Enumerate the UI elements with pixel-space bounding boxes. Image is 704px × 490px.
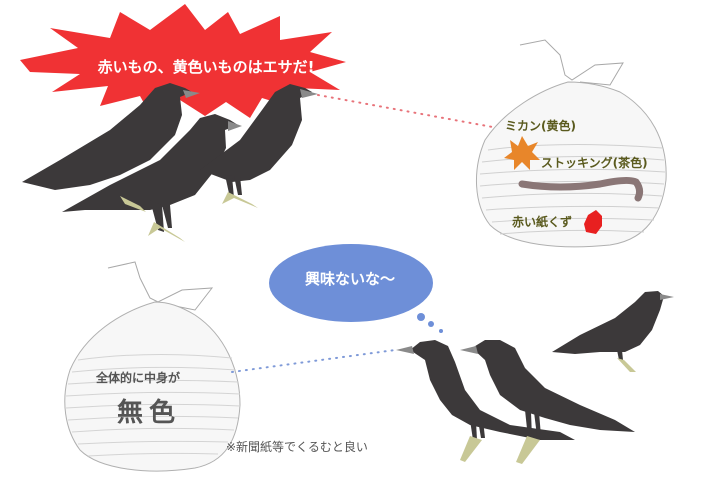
red-paper-scrap — [584, 210, 602, 234]
pointer-line-top — [317, 94, 499, 129]
thought-bubble — [269, 244, 433, 322]
garbage-bag-colorless — [64, 261, 241, 472]
burst-heading: 赤いもの、黄色いものはエサだ! — [97, 58, 315, 76]
thought-dot-1 — [417, 313, 425, 321]
footnote: ※新聞紙等でくるむと良い — [226, 440, 368, 454]
stocking — [518, 176, 644, 202]
crow-group-top — [22, 83, 318, 242]
label-mikan: ミカン(黄色) — [505, 119, 576, 133]
thought-bubble-text: 興味ないな〜 — [304, 270, 395, 288]
crow-top-left — [22, 83, 192, 190]
crow-top-right — [200, 84, 312, 182]
pointer-line-bottom — [231, 349, 396, 373]
mikan-peel — [504, 136, 540, 170]
crow-top-middle — [62, 114, 238, 212]
crow-bottom-right — [472, 340, 635, 432]
label-red-paper: 赤い紙くず — [512, 215, 573, 229]
label-stocking: ストッキング(茶色) — [541, 156, 648, 170]
garbage-bag-colored — [476, 39, 667, 248]
thought-dot-2 — [428, 321, 434, 327]
crow-bottom-left — [410, 340, 575, 440]
crow-group-bottom — [396, 291, 674, 464]
starburst-shape — [20, 4, 346, 118]
bag-text-line2: 無色 — [117, 398, 182, 428]
thought-dot-3 — [439, 329, 443, 333]
bag-text-line1: 全体的に中身が — [96, 371, 181, 385]
crow-far — [552, 291, 664, 354]
